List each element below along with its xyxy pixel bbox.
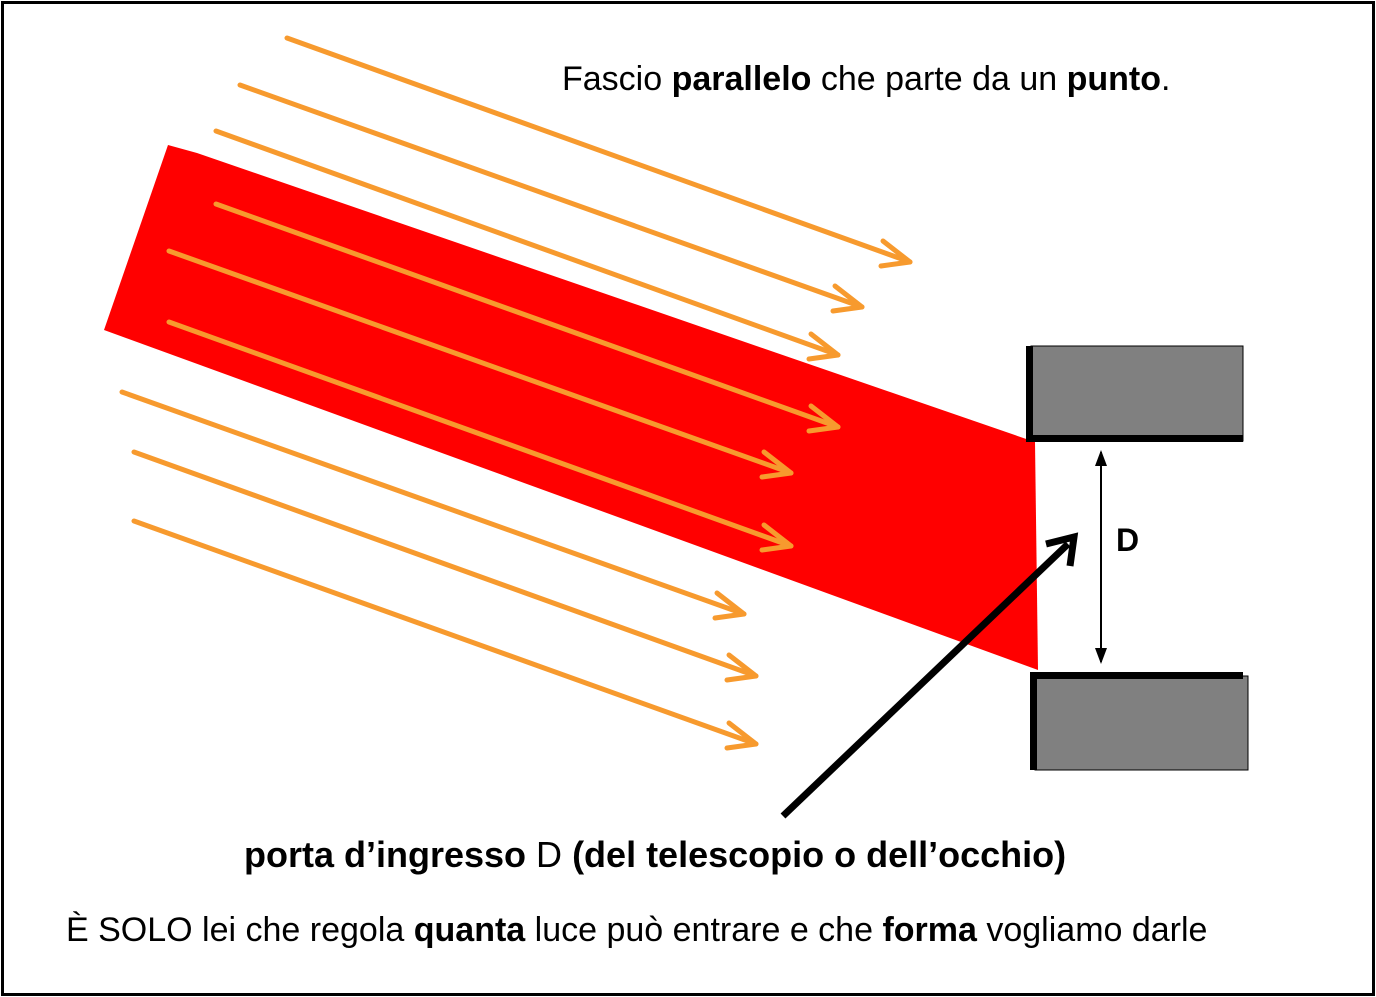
light-beam bbox=[104, 145, 1038, 670]
aperture-diameter-label: D bbox=[1116, 522, 1140, 558]
arrow-icon bbox=[712, 590, 747, 621]
aperture-top-block bbox=[1026, 345, 1244, 442]
caption-explanation: È SOLO lei che regola quanta luce può en… bbox=[66, 911, 1207, 950]
ray-3 bbox=[213, 128, 841, 362]
ray-2 bbox=[237, 82, 865, 314]
caption-text: Fascio bbox=[562, 60, 672, 98]
arrow-icon bbox=[759, 449, 794, 480]
caption-bold-text: punto bbox=[1066, 60, 1162, 98]
caption-bold-text: forma bbox=[882, 911, 977, 949]
caption-text: . bbox=[1161, 60, 1171, 98]
pointer-arrow-icon bbox=[780, 541, 1071, 819]
caption-text: vogliamo darle bbox=[976, 911, 1208, 949]
aperture-bottom-block bbox=[1030, 672, 1249, 771]
caption-text: È SOLO lei che regola bbox=[66, 911, 414, 949]
caption-bold-text: quanta bbox=[413, 911, 526, 949]
parallel-rays bbox=[119, 35, 913, 751]
dimension-double-arrow bbox=[1095, 450, 1107, 664]
arrow-icon bbox=[830, 283, 865, 314]
caption-parallel-beam: Fascio parallelo che parte da un punto. bbox=[562, 60, 1170, 99]
ray-8 bbox=[131, 449, 759, 683]
caption-bold-text: parallelo bbox=[671, 60, 812, 98]
caption-text: che parte da un bbox=[811, 60, 1067, 98]
caption-bold-text: (del telescopio o dell’occhio) bbox=[572, 834, 1067, 875]
arrow-icon bbox=[759, 522, 794, 553]
caption-aperture: porta d’ingresso D (del telescopio o del… bbox=[244, 834, 1066, 876]
ray-4 bbox=[213, 201, 841, 434]
pointer-arrow bbox=[780, 532, 1079, 819]
ray-7 bbox=[119, 389, 747, 621]
ray-5 bbox=[166, 248, 794, 480]
ray-9 bbox=[131, 518, 759, 751]
caption-text: luce può entrare e che bbox=[525, 911, 883, 949]
arrow-icon bbox=[806, 331, 841, 362]
arrow-icon bbox=[724, 720, 759, 751]
arrow-icon bbox=[878, 238, 913, 269]
caption-text: D bbox=[526, 834, 573, 875]
arrow-icon bbox=[806, 403, 841, 434]
caption-bold-text: porta d’ingresso bbox=[244, 834, 527, 875]
arrow-icon bbox=[724, 652, 759, 683]
ray-6 bbox=[166, 319, 794, 553]
ray-1 bbox=[284, 35, 913, 269]
